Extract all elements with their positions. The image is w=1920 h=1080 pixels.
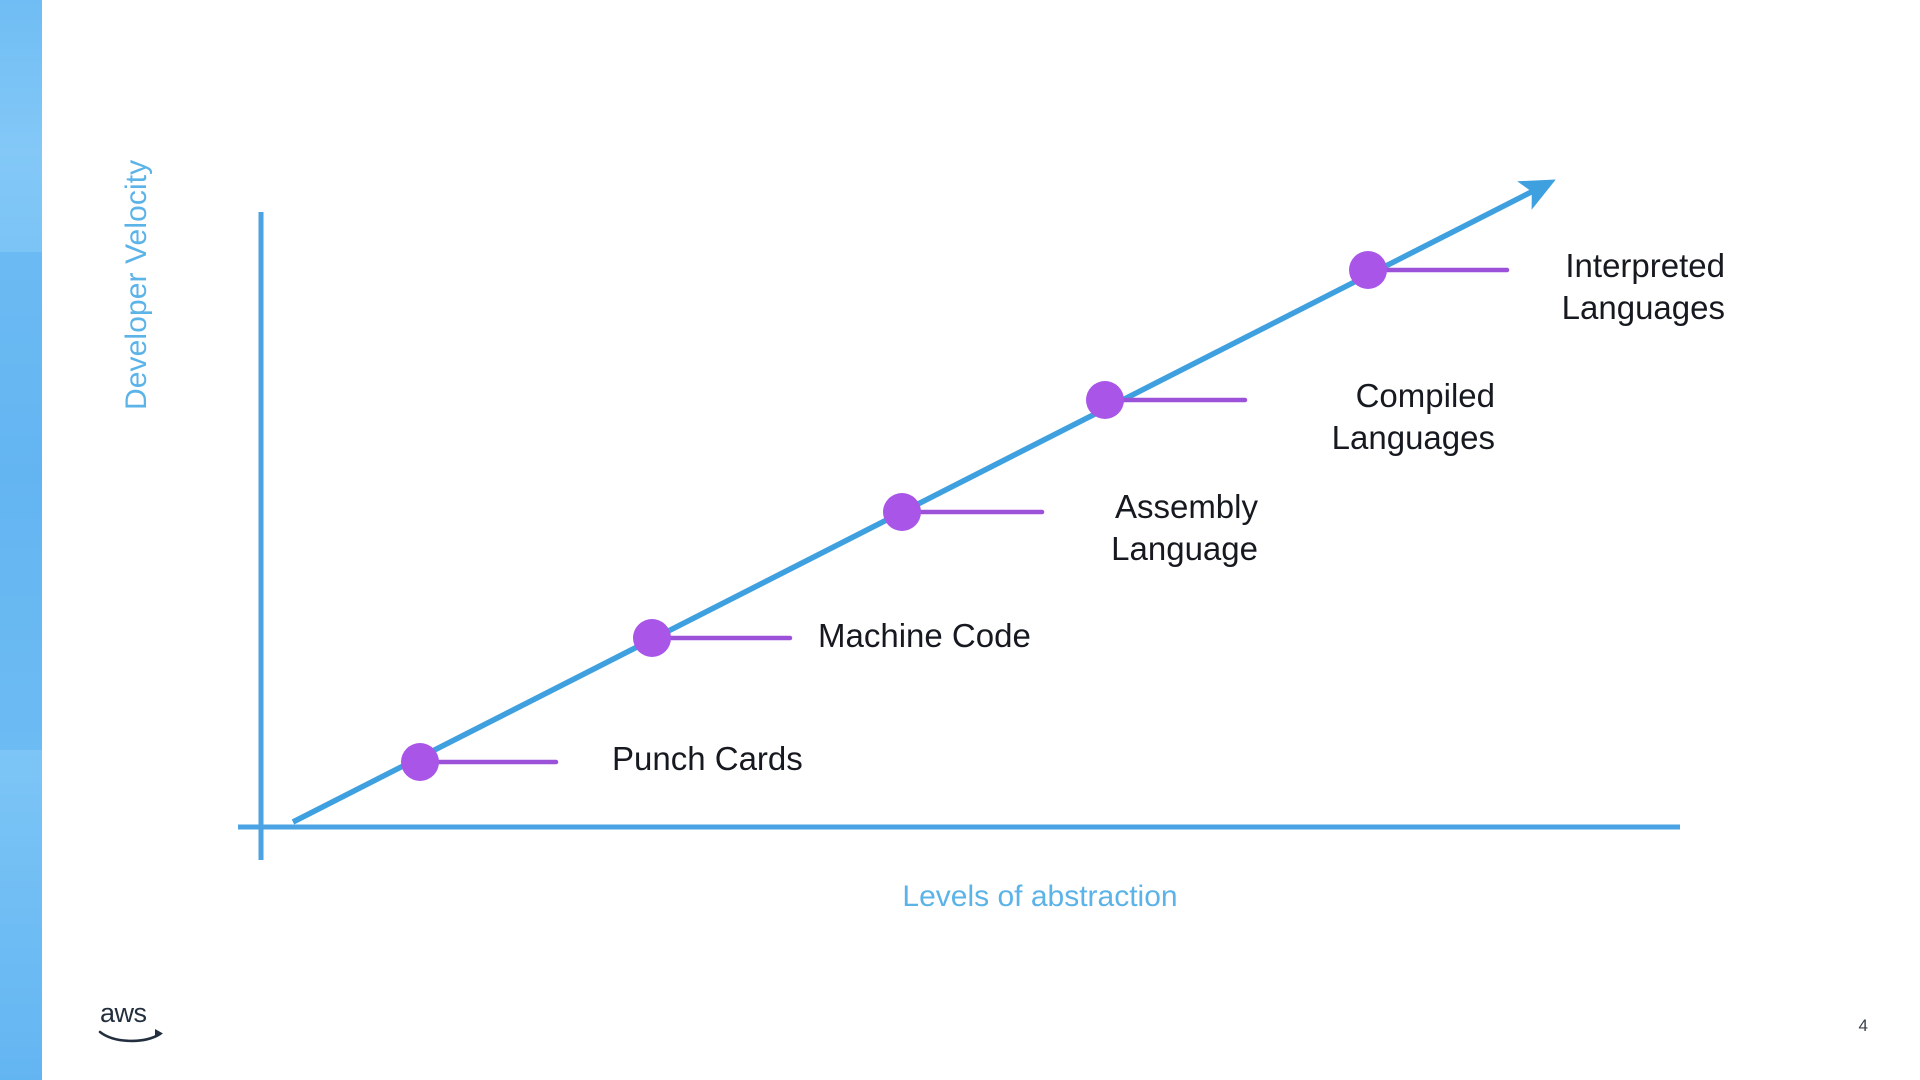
chart-axes bbox=[238, 212, 1680, 860]
page-number: 4 bbox=[1858, 1016, 1868, 1035]
trend-line bbox=[291, 179, 1556, 825]
marker-punch-cards bbox=[401, 743, 439, 781]
y-axis-title: Developer Velocity bbox=[120, 159, 153, 410]
point-label-machine-code: Machine Code bbox=[818, 617, 1031, 654]
x-axis-title: Levels of abstraction bbox=[902, 880, 1178, 913]
point-label-interpreted-languages: Interpreted Languages bbox=[1561, 247, 1725, 326]
marker-compiled-languages bbox=[1086, 381, 1124, 419]
aws-logo: aws bbox=[98, 998, 163, 1043]
svg-text:aws: aws bbox=[100, 998, 147, 1028]
point-label-compiled-languages: Compiled Languages bbox=[1331, 377, 1495, 456]
callout-connectors bbox=[417, 267, 1510, 765]
trend-arrow-line bbox=[291, 179, 1556, 825]
accent-bar-segment bbox=[0, 750, 42, 1080]
accent-bar-segment bbox=[0, 252, 42, 474]
accent-bar-segment bbox=[0, 474, 42, 750]
marker-interpreted-languages bbox=[1349, 251, 1387, 289]
point-label-punch-cards: Punch Cards bbox=[612, 740, 803, 777]
left-accent-bar bbox=[0, 0, 42, 1080]
accent-bar-segment bbox=[0, 0, 42, 252]
point-label-assembly-language: Assembly Language bbox=[1111, 488, 1258, 567]
data-point-markers bbox=[401, 251, 1387, 781]
marker-assembly-language bbox=[883, 493, 921, 531]
marker-machine-code bbox=[633, 619, 671, 657]
